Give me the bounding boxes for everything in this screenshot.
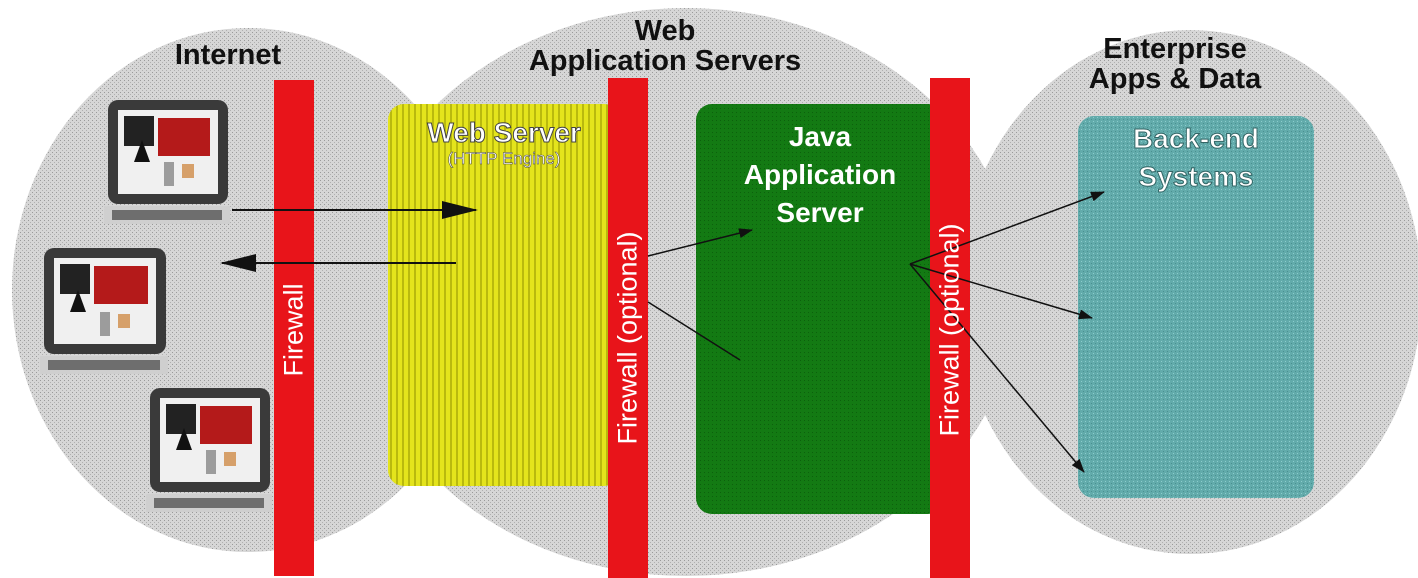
enterprise-title-line1: Enterprise bbox=[1103, 33, 1247, 65]
java-label-line1: Java bbox=[788, 121, 852, 152]
java-application-server-label: Java Application Server bbox=[696, 118, 944, 232]
java-to-backend-arrow-1 bbox=[909, 191, 1105, 265]
enterprise-title: Enterprise Apps & Data bbox=[1050, 34, 1300, 94]
web-application-servers-title-line1: Web bbox=[634, 15, 696, 47]
internet-title: Internet bbox=[174, 39, 282, 71]
web-application-servers-title: Web Application Servers bbox=[470, 16, 860, 76]
firewall-inner-label: Firewall (optional) bbox=[934, 223, 965, 437]
back-end-line1: Back-end bbox=[1132, 123, 1260, 155]
web-server-box bbox=[388, 104, 620, 486]
back-end-systems-box bbox=[1078, 116, 1314, 498]
firewall-outer-label: Firewall bbox=[278, 283, 309, 377]
java-application-server-box bbox=[696, 104, 944, 514]
web-server-title: Web Server bbox=[427, 117, 582, 148]
client-computer-icon bbox=[40, 248, 168, 374]
java-label-line3: Server bbox=[776, 197, 864, 228]
web-server-subtitle: (HTTP Engine) bbox=[447, 149, 561, 169]
java-to-backend-arrow-2 bbox=[909, 263, 1093, 320]
web-server-label: Web Server (HTTP Engine) bbox=[388, 117, 620, 170]
firewall-middle bbox=[608, 78, 648, 578]
web-to-java-arrow bbox=[647, 228, 753, 257]
firewall-middle-label: Firewall (optional) bbox=[612, 231, 643, 445]
enterprise-title-line2: Apps & Data bbox=[1088, 63, 1262, 95]
web-to-java-line bbox=[647, 301, 741, 361]
java-label-line2: Application bbox=[743, 159, 897, 190]
client-computer-icon bbox=[146, 388, 272, 512]
web-application-servers-title-line2: Application Servers bbox=[528, 45, 802, 77]
back-end-line2: Systems bbox=[1138, 161, 1254, 193]
back-end-systems-label: Back-end Systems bbox=[1078, 120, 1314, 196]
client-computer-icon bbox=[104, 100, 230, 224]
java-to-backend-arrow-3 bbox=[909, 263, 1085, 473]
firewall-outer bbox=[274, 80, 314, 576]
